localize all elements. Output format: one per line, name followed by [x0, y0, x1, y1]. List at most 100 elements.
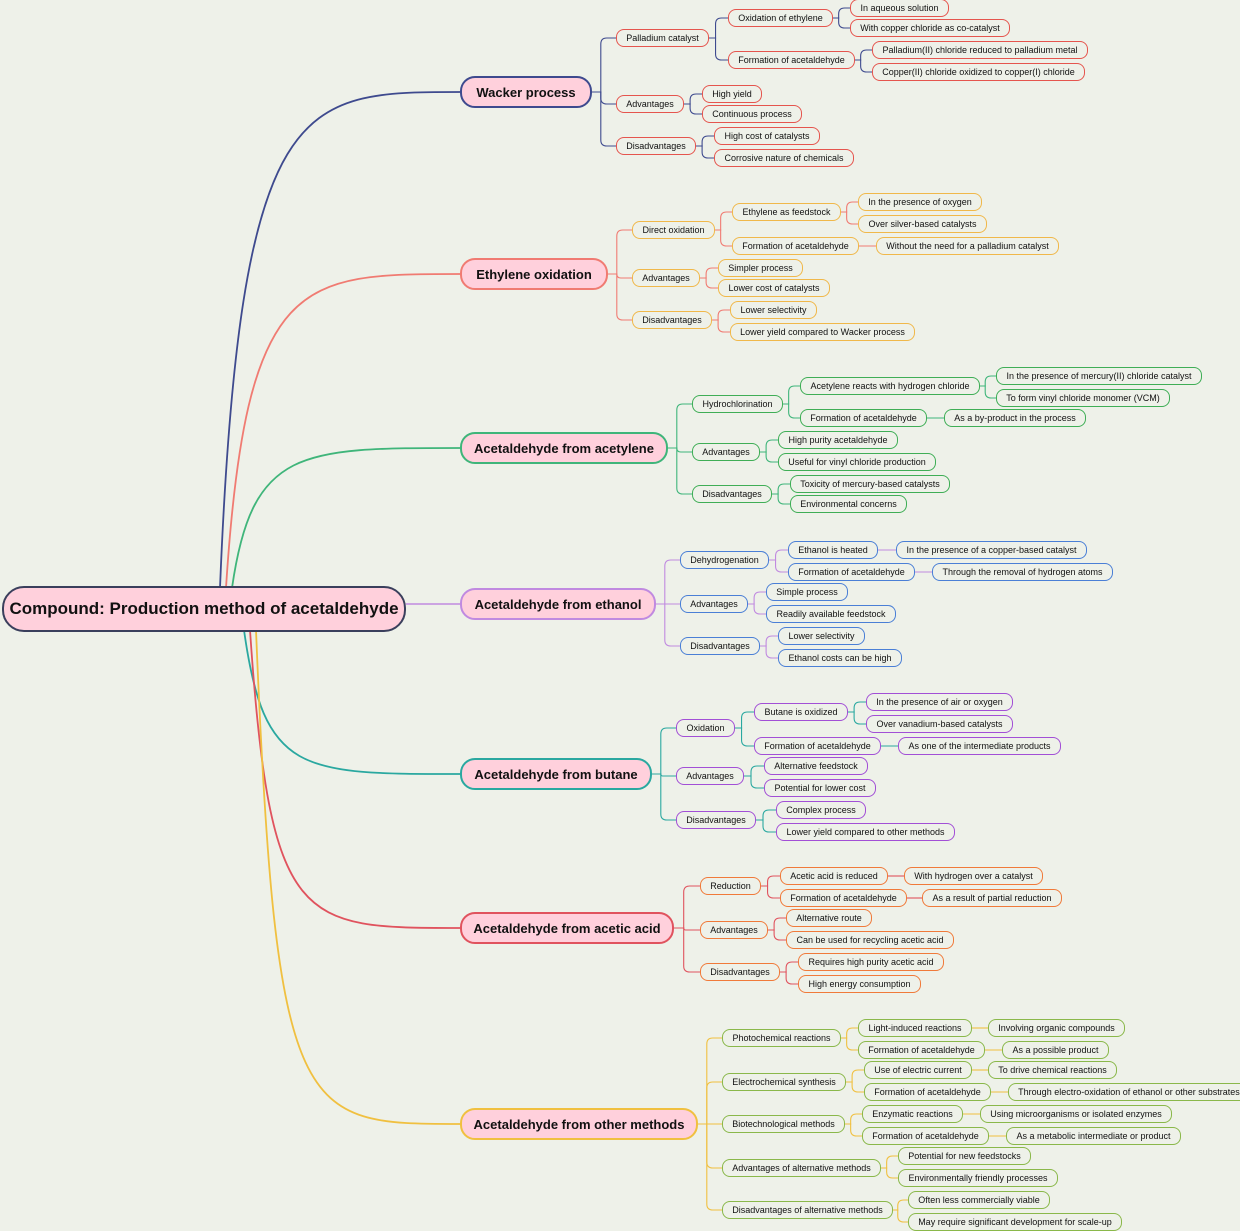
- sub-node-6-3[interactable]: Advantages of alternative methods: [722, 1159, 881, 1177]
- leaf-node-1-0-0-0[interactable]: In the presence of oxygen: [858, 193, 982, 211]
- detail-node-1-2-0[interactable]: Lower selectivity: [730, 301, 817, 319]
- sub-node-0-0[interactable]: Palladium catalyst: [616, 29, 709, 47]
- detail-node-0-2-0[interactable]: High cost of catalysts: [714, 127, 820, 145]
- detail-node-5-0-0[interactable]: Acetic acid is reduced: [780, 867, 888, 885]
- leaf-node-2-0-0-1[interactable]: To form vinyl chloride monomer (VCM): [996, 389, 1170, 407]
- detail-node-3-1-0[interactable]: Simple process: [766, 583, 848, 601]
- root-node[interactable]: Compound: Production method of acetaldeh…: [2, 586, 406, 632]
- detail-node-0-0-0[interactable]: Oxidation of ethylene: [728, 9, 833, 27]
- detail-node-6-1-0[interactable]: Use of electric current: [864, 1061, 972, 1079]
- detail-node-1-1-1[interactable]: Lower cost of catalysts: [718, 279, 830, 297]
- detail-node-2-1-1[interactable]: Useful for vinyl chloride production: [778, 453, 936, 471]
- detail-node-2-2-1[interactable]: Environmental concerns: [790, 495, 907, 513]
- detail-node-4-1-1[interactable]: Potential for lower cost: [764, 779, 876, 797]
- sub-node-6-4[interactable]: Disadvantages of alternative methods: [722, 1201, 893, 1219]
- sub-node-6-2[interactable]: Biotechnological methods: [722, 1115, 845, 1133]
- detail-node-6-0-0[interactable]: Light-induced reactions: [858, 1019, 972, 1037]
- sub-node-3-0[interactable]: Dehydrogenation: [680, 551, 769, 569]
- branch-node-1[interactable]: Ethylene oxidation: [460, 258, 608, 290]
- sub-node-2-0[interactable]: Hydrochlorination: [692, 395, 783, 413]
- branch-node-4[interactable]: Acetaldehyde from butane: [460, 758, 652, 790]
- detail-node-4-2-0[interactable]: Complex process: [776, 801, 866, 819]
- sub-node-3-2[interactable]: Disadvantages: [680, 637, 760, 655]
- detail-node-5-0-1[interactable]: Formation of acetaldehyde: [780, 889, 907, 907]
- detail-node-6-2-0[interactable]: Enzymatic reactions: [862, 1105, 963, 1123]
- sub-node-1-2[interactable]: Disadvantages: [632, 311, 712, 329]
- detail-node-1-1-0[interactable]: Simpler process: [718, 259, 803, 277]
- sub-node-4-1[interactable]: Advantages: [676, 767, 744, 785]
- detail-node-5-2-0[interactable]: Requires high purity acetic acid: [798, 953, 944, 971]
- sub-node-2-2[interactable]: Disadvantages: [692, 485, 772, 503]
- detail-node-0-1-0[interactable]: High yield: [702, 85, 762, 103]
- sub-node-5-2[interactable]: Disadvantages: [700, 963, 780, 981]
- leaf-node-2-0-1-0[interactable]: As a by-product in the process: [944, 409, 1086, 427]
- leaf-node-0-0-1-0[interactable]: Palladium(II) chloride reduced to pallad…: [872, 41, 1088, 59]
- sub-node-6-0[interactable]: Photochemical reactions: [722, 1029, 841, 1047]
- detail-node-2-2-0[interactable]: Toxicity of mercury-based catalysts: [790, 475, 950, 493]
- leaf-node-6-0-0-0[interactable]: Involving organic compounds: [988, 1019, 1125, 1037]
- branch-node-0[interactable]: Wacker process: [460, 76, 592, 108]
- detail-node-6-3-1[interactable]: Environmentally friendly processes: [898, 1169, 1058, 1187]
- detail-node-4-2-1[interactable]: Lower yield compared to other methods: [776, 823, 955, 841]
- branch-node-5[interactable]: Acetaldehyde from acetic acid: [460, 912, 674, 944]
- leaf-node-6-2-1-0[interactable]: As a metabolic intermediate or product: [1006, 1127, 1181, 1145]
- sub-node-1-1[interactable]: Advantages: [632, 269, 700, 287]
- branch-node-6[interactable]: Acetaldehyde from other methods: [460, 1108, 698, 1140]
- leaf-node-0-0-0-0[interactable]: In aqueous solution: [850, 0, 949, 17]
- leaf-node-0-0-0-1[interactable]: With copper chloride as co-catalyst: [850, 19, 1010, 37]
- detail-node-6-1-1[interactable]: Formation of acetaldehyde: [864, 1083, 991, 1101]
- leaf-node-6-1-0-0[interactable]: To drive chemical reactions: [988, 1061, 1117, 1079]
- detail-node-3-2-0[interactable]: Lower selectivity: [778, 627, 865, 645]
- leaf-node-6-1-1-0[interactable]: Through electro-oxidation of ethanol or …: [1008, 1083, 1240, 1101]
- leaf-node-6-2-0-0[interactable]: Using microorganisms or isolated enzymes: [980, 1105, 1172, 1123]
- detail-node-5-2-1[interactable]: High energy consumption: [798, 975, 921, 993]
- sub-node-3-1[interactable]: Advantages: [680, 595, 748, 613]
- leaf-node-4-0-0-1[interactable]: Over vanadium-based catalysts: [866, 715, 1013, 733]
- branch-node-2[interactable]: Acetaldehyde from acetylene: [460, 432, 668, 464]
- leaf-node-6-0-1-0[interactable]: As a possible product: [1002, 1041, 1109, 1059]
- sub-node-1-0[interactable]: Direct oxidation: [632, 221, 715, 239]
- leaf-node-1-0-0-1[interactable]: Over silver-based catalysts: [858, 215, 987, 233]
- leaf-node-5-0-1-0[interactable]: As a result of partial reduction: [922, 889, 1062, 907]
- detail-node-0-1-1[interactable]: Continuous process: [702, 105, 802, 123]
- detail-node-1-2-1[interactable]: Lower yield compared to Wacker process: [730, 323, 915, 341]
- leaf-node-4-0-0-0[interactable]: In the presence of air or oxygen: [866, 693, 1013, 711]
- detail-node-6-2-1[interactable]: Formation of acetaldehyde: [862, 1127, 989, 1145]
- sub-node-4-2[interactable]: Disadvantages: [676, 811, 756, 829]
- leaf-node-5-0-0-0[interactable]: With hydrogen over a catalyst: [904, 867, 1043, 885]
- sub-node-0-1[interactable]: Advantages: [616, 95, 684, 113]
- leaf-node-3-0-1-0[interactable]: Through the removal of hydrogen atoms: [932, 563, 1113, 581]
- sub-node-2-1[interactable]: Advantages: [692, 443, 760, 461]
- detail-node-6-4-1[interactable]: May require significant development for …: [908, 1213, 1122, 1231]
- sub-node-6-1[interactable]: Electrochemical synthesis: [722, 1073, 846, 1091]
- sub-node-0-2[interactable]: Disadvantages: [616, 137, 696, 155]
- detail-node-6-4-0[interactable]: Often less commercially viable: [908, 1191, 1050, 1209]
- branch-node-3[interactable]: Acetaldehyde from ethanol: [460, 588, 656, 620]
- leaf-node-1-0-1-0[interactable]: Without the need for a palladium catalys…: [876, 237, 1059, 255]
- sub-node-5-1[interactable]: Advantages: [700, 921, 768, 939]
- detail-node-3-0-0[interactable]: Ethanol is heated: [788, 541, 878, 559]
- detail-node-1-0-1[interactable]: Formation of acetaldehyde: [732, 237, 859, 255]
- detail-node-3-0-1[interactable]: Formation of acetaldehyde: [788, 563, 915, 581]
- sub-node-4-0[interactable]: Oxidation: [676, 719, 735, 737]
- detail-node-2-0-0[interactable]: Acetylene reacts with hydrogen chloride: [800, 377, 980, 395]
- detail-node-6-3-0[interactable]: Potential for new feedstocks: [898, 1147, 1031, 1165]
- detail-node-2-1-0[interactable]: High purity acetaldehyde: [778, 431, 898, 449]
- detail-node-1-0-0[interactable]: Ethylene as feedstock: [732, 203, 841, 221]
- detail-node-4-1-0[interactable]: Alternative feedstock: [764, 757, 868, 775]
- detail-node-3-2-1[interactable]: Ethanol costs can be high: [778, 649, 902, 667]
- detail-node-5-1-1[interactable]: Can be used for recycling acetic acid: [786, 931, 954, 949]
- detail-node-0-2-1[interactable]: Corrosive nature of chemicals: [714, 149, 854, 167]
- leaf-node-4-0-1-0[interactable]: As one of the intermediate products: [898, 737, 1061, 755]
- detail-node-3-1-1[interactable]: Readily available feedstock: [766, 605, 896, 623]
- detail-node-6-0-1[interactable]: Formation of acetaldehyde: [858, 1041, 985, 1059]
- leaf-node-3-0-0-0[interactable]: In the presence of a copper-based cataly…: [896, 541, 1087, 559]
- leaf-node-2-0-0-0[interactable]: In the presence of mercury(II) chloride …: [996, 367, 1202, 385]
- detail-node-2-0-1[interactable]: Formation of acetaldehyde: [800, 409, 927, 427]
- detail-node-5-1-0[interactable]: Alternative route: [786, 909, 872, 927]
- detail-node-4-0-0[interactable]: Butane is oxidized: [754, 703, 848, 721]
- leaf-node-0-0-1-1[interactable]: Copper(II) chloride oxidized to copper(I…: [872, 63, 1085, 81]
- detail-node-0-0-1[interactable]: Formation of acetaldehyde: [728, 51, 855, 69]
- detail-node-4-0-1[interactable]: Formation of acetaldehyde: [754, 737, 881, 755]
- sub-node-5-0[interactable]: Reduction: [700, 877, 761, 895]
